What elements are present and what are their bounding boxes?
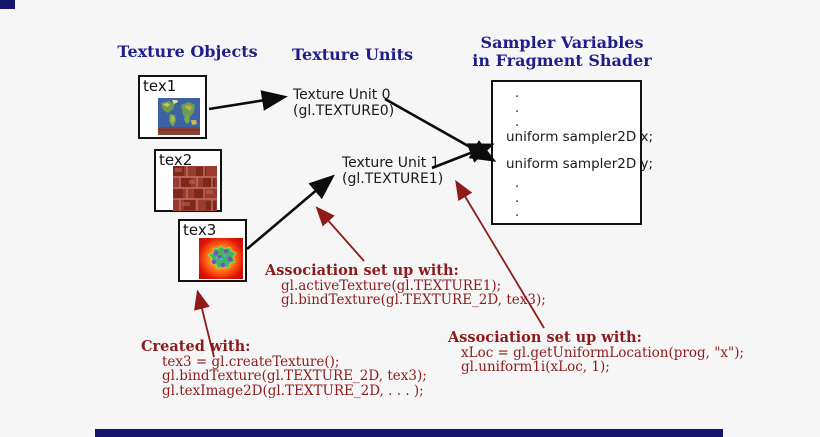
ellipsis-dot: . (515, 86, 520, 101)
active-texture-code-line: gl.activeTexture(gl.TEXTURE1); (281, 277, 502, 294)
arrow-tex3-to-unit1 (246, 174, 335, 250)
created-with-annotation: Created with: tex3 = gl.createTexture();… (141, 338, 427, 399)
arrow-unit0-to-sampler-y (384, 97, 497, 162)
texture-unit-1-gl: (gl.TEXTURE1) (342, 171, 444, 187)
fragment-shader-sampler-box: . . . uniform sampler2D x; uniform sampl… (491, 80, 653, 225)
sampler-heading-line1: Sampler Variables (480, 33, 644, 52)
texture-unit-0-name: Texture Unit 0 (293, 87, 391, 103)
association-texture-annotation: Association set up with: gl.activeTextur… (265, 262, 546, 308)
fractal-texture-icon (199, 238, 243, 279)
red-arrow-association-to-binding (315, 206, 365, 262)
ellipsis-dot: . (515, 176, 520, 191)
world-map-texture-icon (158, 98, 200, 135)
create-texture-code-line: tex3 = gl.createTexture(); (162, 353, 340, 370)
texture-objects-heading: Texture Objects (117, 42, 258, 61)
tex2-label: tex2 (159, 151, 193, 169)
tex-image2d-code-line: gl.texImage2D(gl.TEXTURE_2D, . . . ); (162, 382, 424, 399)
arrow-tex1-to-unit0 (208, 90, 288, 111)
ellipsis-dot: . (515, 115, 520, 130)
ellipsis-dot: . (515, 205, 520, 220)
texture-object-tex2-box: tex2 (154, 149, 222, 212)
texture-unit-0-label: Texture Unit 0 (gl.TEXTURE0) (293, 87, 394, 119)
bottom-navy-bar (95, 429, 723, 437)
association-sampler-title: Association set up with: (448, 329, 642, 346)
texture-unit-1-name: Texture Unit 1 (342, 155, 440, 171)
texture-unit-0-gl: (gl.TEXTURE0) (293, 103, 395, 119)
sampler-heading-line2: in Fragment Shader (472, 51, 652, 70)
sampler-variables-heading: Sampler Variables in Fragment Shader (462, 34, 662, 70)
texture-object-tex1-box: tex1 (138, 75, 207, 139)
uniform-sampler2d-x-declaration: uniform sampler2D x; (506, 129, 654, 145)
texture-unit-1-label: Texture Unit 1 (gl.TEXTURE1) (342, 155, 443, 187)
uniform1i-code-line: gl.uniform1i(xLoc, 1); (461, 359, 610, 375)
brick-texture-icon (173, 166, 217, 211)
bind-texture-code-line: gl.bindTexture(gl.TEXTURE_2D, tex3); (281, 292, 546, 308)
ellipsis-dot: . (515, 191, 520, 206)
uniform-sampler2d-y-declaration: uniform sampler2D y; (506, 156, 654, 172)
association-sampler-annotation: Association set up with: xLoc = gl.getUn… (448, 329, 745, 375)
created-with-title: Created with: (141, 338, 251, 355)
texture-units-heading: Texture Units (291, 45, 414, 64)
ellipsis-dot: . (515, 101, 520, 116)
tex1-label: tex1 (143, 77, 177, 95)
bind-texture-code-line: gl.bindTexture(gl.TEXTURE_2D, tex3); (162, 368, 427, 384)
tex3-label: tex3 (183, 221, 217, 239)
top-left-navy-bar (0, 0, 15, 9)
texture-object-tex3-box: tex3 (178, 219, 247, 282)
get-uniform-location-code-line: xLoc = gl.getUniformLocation(prog, "x"); (461, 344, 745, 361)
association-texture-title: Association set up with: (265, 262, 459, 279)
